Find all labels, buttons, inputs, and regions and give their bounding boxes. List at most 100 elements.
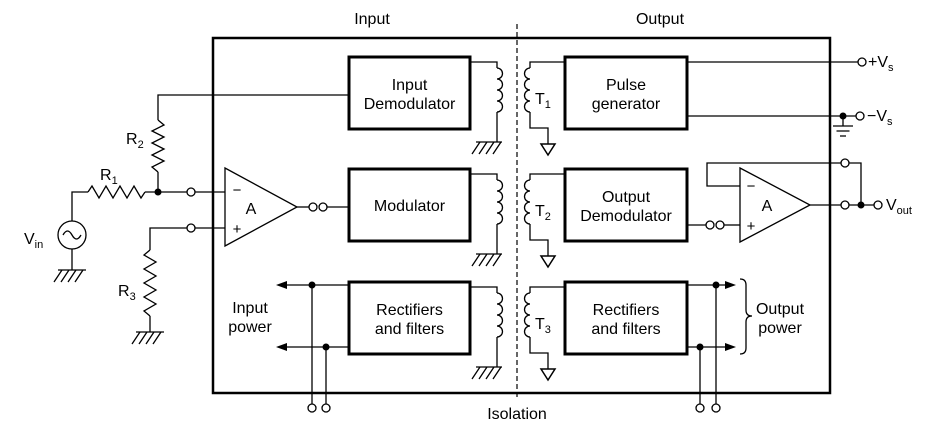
output-power-pin-terminal [711,403,721,413]
source-to-r1-wire [71,191,88,221]
negative-supply-label: −Vs [867,108,893,128]
r3-lead-wire [149,227,187,250]
positive-supply-label-base: +V [868,54,888,71]
r1-label-base: R [100,167,112,184]
isolation-label: Isolation [487,406,547,423]
input-demodulator-box [347,55,472,131]
transformer-t1: T1 [470,61,565,157]
vout-label-sub: out [897,205,912,217]
input-section-label: Input [354,11,390,28]
chassis-ground-icon [53,269,86,283]
vout-label-base: V [886,197,897,214]
ground-triangle-icon [539,368,557,382]
positive-supply-terminal [857,57,867,67]
secondary-return-lead [529,112,549,144]
modulator-input-terminal [318,202,328,212]
input-power-pin-terminal [321,403,331,413]
sine-wave [62,230,82,240]
chassis-ground-icon [471,366,502,380]
vin-label: Vin [24,231,43,251]
secondary-lead [529,61,565,68]
output-power-pin-terminal [695,403,705,413]
transformer-t3: T3 [470,286,565,382]
input-rectifiers-label-line2: and filters [375,321,444,338]
negative-supply-label-base: −V [867,108,887,125]
chassis-ground-icon [471,141,502,155]
output-op-amp: − A + [739,166,812,244]
modulator-block: Modulator [347,167,472,243]
primary-winding [496,292,504,338]
pulse-generator-block: Pulse generator [563,55,689,131]
transformer-label-sub: 1 [545,99,551,111]
output-section-label: Output [636,11,685,28]
input-rectifiers-label-line1: Rectifiers [376,302,443,319]
transformer-label: T1 [535,91,551,111]
secondary-lead [529,173,565,180]
transformer-label-base: T [535,91,545,108]
arrow-icon [725,281,736,289]
secondary-winding [523,292,531,338]
amplifier-package-outline [211,36,832,395]
primary-winding [496,179,504,225]
op-amp-noninverting-sign: + [747,218,756,235]
op-amp-triangle [739,166,812,244]
pulse-generator-box [563,55,689,131]
resistor-r2 [150,119,166,173]
r2-feedback-wire [157,94,349,120]
vin-label-sub: in [35,239,44,251]
transformer-label-base: T [535,203,545,220]
input-power-label-line1: Input [232,300,268,317]
pulse-generator-label-line1: Pulse [606,77,646,94]
op-amp-inverting-sign: − [747,178,756,195]
demodulator-output-terminal [705,220,715,230]
secondary-winding [523,67,531,113]
input-rectifiers-box [347,280,472,356]
feedback-terminal [840,158,850,168]
arrow-icon [276,281,287,289]
arrow-icon [276,343,287,351]
op-amp-input-terminal [715,220,725,230]
negative-supply-label-sub: s [887,116,893,128]
feedback-wire [706,162,841,187]
transformer-label: T2 [535,203,551,223]
r1-label-sub: 1 [112,175,118,187]
op-amp-inverting-sign: − [233,182,242,199]
r3-label-sub: 3 [130,291,136,303]
ground-triangle-icon [539,143,557,157]
ground-triangle-icon [539,255,557,269]
output-demodulator-box [563,167,689,243]
vout-terminal [873,200,883,210]
op-amp-label: A [762,198,773,215]
resistor-r1 [87,184,146,200]
primary-lead [470,61,498,68]
chassis-ground-icon [131,331,164,345]
primary-winding [496,67,504,113]
output-rectifiers-box [563,280,689,356]
noninverting-input-terminal [186,223,196,233]
positive-supply-label-sub: s [888,62,894,74]
output-demodulator-label-line2: Demodulator [580,208,672,225]
input-power-pin-terminal [307,403,317,413]
transformer-label-sub: 3 [545,324,551,336]
transformer-label-base: T [535,316,545,333]
output-power-label-line2: power [758,320,802,337]
op-amp-label: A [246,201,257,218]
secondary-lead [529,286,565,293]
vin-label-base: V [24,231,35,248]
output-power-label-line1: Output [756,301,805,318]
op-amp-noninverting-sign: + [233,221,242,238]
r2-label-base: R [126,131,138,148]
transformer-label: T3 [535,316,551,336]
output-demodulator-label-line1: Output [602,189,651,206]
transformer-t2: T2 [470,173,565,269]
brace-icon [739,278,753,355]
feedback-return-wire [849,162,862,205]
input-demodulator-label-line1: Input [392,77,428,94]
r2-label: R2 [126,131,144,151]
r3-label-base: R [118,283,130,300]
input-op-amp: − A + [224,166,299,248]
resistor-r3 [142,249,158,317]
op-amp-triangle [224,166,299,248]
input-demodulator-label-line2: Demodulator [364,96,456,113]
